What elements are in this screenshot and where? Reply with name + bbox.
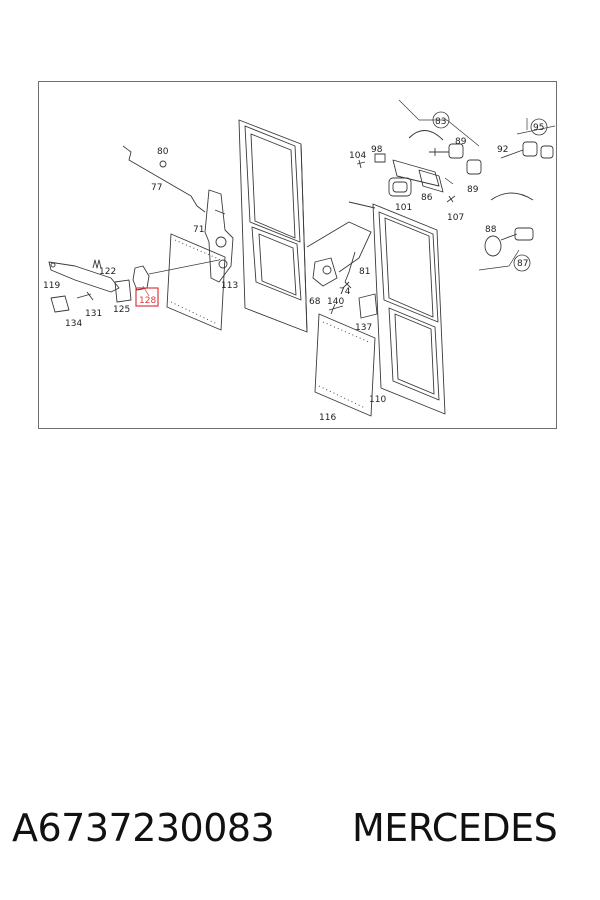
callout-95: 95	[533, 123, 544, 133]
trim-panel-110	[314, 313, 376, 417]
right-rear-door	[348, 201, 446, 415]
callout-80: 80	[157, 147, 169, 157]
spring-ring-92	[490, 192, 534, 201]
screw-74	[342, 281, 352, 289]
lock-cylinder-95	[500, 141, 554, 159]
callout-77: 77	[151, 183, 162, 193]
callout-131: 131	[85, 309, 102, 319]
callout-122: 122	[99, 267, 116, 277]
bracket-125	[114, 279, 132, 303]
callout-86: 86	[421, 193, 433, 203]
callout-81: 81	[359, 267, 370, 277]
rod-81	[344, 251, 356, 283]
callout-68: 68	[309, 297, 321, 307]
callout-140: 140	[327, 297, 344, 307]
screw-104	[356, 159, 366, 169]
trim-panel-113	[166, 233, 226, 331]
part-caption: A6737230083 MERCEDES	[0, 800, 600, 860]
callout-98: 98	[371, 145, 383, 155]
spring-ring-83	[408, 130, 444, 141]
parts-diagram-frame: 80 77 71 122 119 134 131 125 128 113 104…	[38, 81, 557, 429]
callout-125: 125	[113, 305, 130, 315]
callout-89-lower: 89	[467, 185, 479, 195]
callout-113: 113	[221, 281, 238, 291]
screw-107	[446, 195, 456, 203]
callout-74: 74	[339, 287, 351, 297]
callout-83: 83	[435, 117, 446, 127]
callout-110: 110	[369, 395, 386, 405]
guide-134	[50, 295, 70, 313]
callout-107: 107	[447, 213, 464, 223]
lock-cylinder-89	[429, 143, 482, 175]
callout-119: 119	[43, 281, 60, 291]
left-rear-door	[238, 119, 372, 333]
callout-137: 137	[355, 323, 372, 333]
spring-122	[92, 259, 102, 269]
hinge-68	[312, 257, 338, 287]
callout-101: 101	[395, 203, 412, 213]
callout-circles	[432, 111, 548, 272]
clip-80	[159, 160, 167, 168]
bolt-131	[76, 291, 94, 301]
lock-mechanism-71	[204, 189, 234, 283]
highlight-box-128	[135, 287, 159, 307]
rod-77	[122, 145, 206, 213]
callout-92: 92	[497, 145, 508, 155]
callout-116: 116	[319, 413, 336, 423]
linkage-119	[48, 261, 120, 293]
callout-88: 88	[485, 225, 497, 235]
part-number: A6737230083	[12, 806, 275, 850]
bracket-137	[358, 293, 378, 319]
callout-87: 87	[517, 259, 528, 269]
clip-128	[132, 265, 150, 291]
callout-104: 104	[349, 151, 366, 161]
lock-cylinder-87	[484, 227, 534, 257]
exploded-parts-diagram: 80 77 71 122 119 134 131 125 128 113 104…	[43, 99, 556, 423]
callout-71: 71	[193, 225, 204, 235]
screw-140	[328, 303, 344, 315]
callout-89-upper: 89	[455, 137, 467, 147]
gasket-98	[374, 153, 386, 163]
callout-labels: 80 77 71 122 119 134 131 125 128 113 104…	[43, 117, 544, 423]
handle-assembly	[388, 159, 444, 197]
brand-name: MERCEDES	[352, 806, 558, 850]
callout-134: 134	[65, 319, 82, 329]
callout-128: 128	[139, 296, 156, 306]
